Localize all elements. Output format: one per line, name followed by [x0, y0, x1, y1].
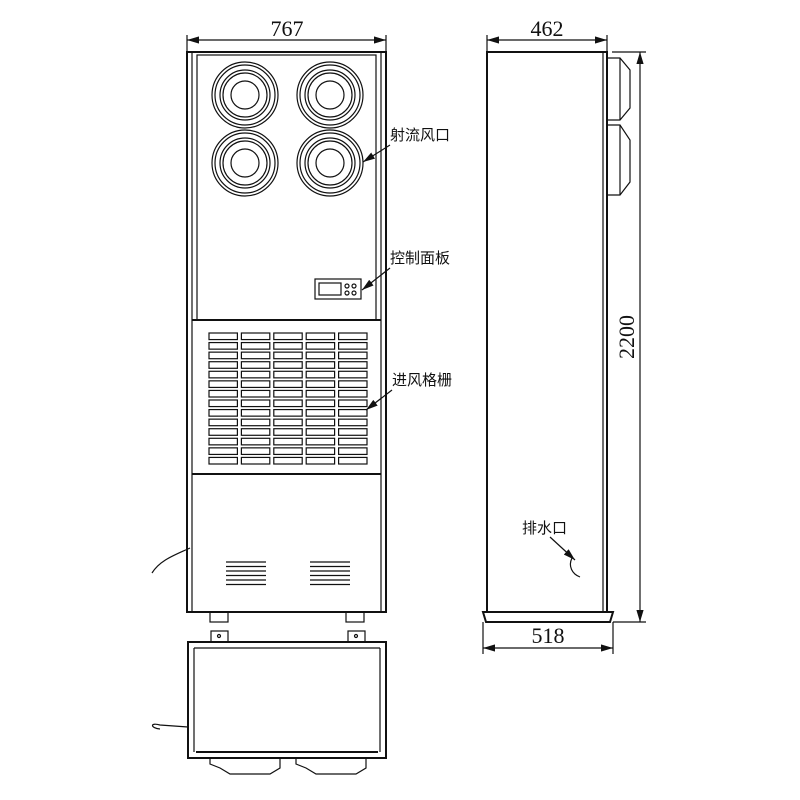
grille-slot: [305, 332, 336, 341]
grille-slot: [338, 361, 368, 369]
grille-slot: [305, 437, 336, 446]
jet-outlet: [211, 129, 279, 197]
grille-slot: [208, 341, 238, 350]
grille-slot: [338, 351, 368, 360]
grille-slot: [240, 428, 271, 436]
grille-slot: [305, 399, 336, 408]
grille-slot: [240, 370, 271, 379]
grille-slot: [208, 351, 238, 360]
grille-slot: [305, 389, 336, 398]
grille-slot: [338, 341, 368, 350]
dim-base-depth: 518: [532, 623, 565, 648]
grille-slot: [240, 380, 271, 389]
lower-vents: [226, 561, 350, 586]
grille-slot: [208, 399, 238, 408]
side-view: [481, 51, 631, 623]
grille-slot: [273, 370, 303, 379]
front-view: [151, 51, 387, 623]
grille-slot: [338, 399, 368, 408]
dim-front-width: 767: [271, 16, 304, 41]
grille-slot: [273, 456, 303, 465]
grille-slot: [208, 380, 238, 389]
grille-slot: [305, 456, 336, 465]
grille-slot: [305, 447, 336, 456]
grille-slot: [208, 447, 238, 456]
grille-slot: [240, 361, 271, 369]
grille-slot: [240, 341, 271, 350]
jet-outlet: [211, 61, 279, 129]
grille-slot: [273, 399, 303, 408]
grille-slot: [208, 370, 238, 379]
grille-slot: [305, 428, 336, 436]
jet-outlet: [296, 61, 364, 129]
grille-slot: [338, 456, 368, 465]
grille-slot: [240, 447, 271, 456]
grille-slot: [338, 447, 368, 456]
grille-slot: [305, 341, 336, 350]
callout-leaders: [361, 144, 576, 561]
control-panel-box: [314, 278, 362, 300]
grille-slot: [273, 389, 303, 398]
grille-slot: [240, 408, 271, 417]
grille-slot: [273, 408, 303, 417]
grille-slot: [240, 418, 271, 427]
grille-slot: [208, 361, 238, 369]
grille-slot: [208, 389, 238, 398]
grille-slot: [305, 380, 336, 389]
grille-slot: [240, 399, 271, 408]
grille-slot: [240, 389, 271, 398]
grille-slot: [338, 389, 368, 398]
grille-slot: [338, 380, 368, 389]
grille-slot: [305, 361, 336, 369]
grille-slot: [305, 418, 336, 427]
grille-slot: [338, 428, 368, 436]
grille-slot: [273, 428, 303, 436]
grille-slot: [305, 351, 336, 360]
grille-slot: [208, 437, 238, 446]
grille-slot: [338, 408, 368, 417]
grille-slot: [273, 332, 303, 341]
grille-slot: [338, 370, 368, 379]
jet-outlets: [211, 61, 364, 197]
dim-height: 2200: [614, 315, 639, 359]
grille-slot: [208, 456, 238, 465]
grille-slot: [208, 418, 238, 427]
grille-slot: [273, 341, 303, 350]
top-view: [151, 630, 387, 775]
label-intake-grille: 进风格栅: [392, 371, 452, 389]
grille-slot: [305, 408, 336, 417]
grille-slot: [240, 332, 271, 341]
grille-slot: [338, 418, 368, 427]
grille-slot: [240, 456, 271, 465]
grille-slot: [208, 428, 238, 436]
grille-slot: [273, 437, 303, 446]
grille-slot: [240, 351, 271, 360]
grille-slot: [208, 408, 238, 417]
grille-slot: [305, 370, 336, 379]
grille-slot: [273, 361, 303, 369]
jet-outlet: [296, 129, 364, 197]
grille-slot: [273, 380, 303, 389]
dim-side-depth: 462: [531, 16, 564, 41]
grille-slot: [338, 437, 368, 446]
grille-slot: [338, 332, 368, 341]
intake-grille: [208, 332, 368, 465]
label-drain-outlet: 排水口: [522, 519, 567, 537]
grille-slot: [273, 418, 303, 427]
grille-slot: [273, 447, 303, 456]
grille-slot: [273, 351, 303, 360]
label-control-panel: 控制面板: [390, 249, 450, 267]
grille-slot: [208, 332, 238, 341]
label-jet-outlet: 射流风口: [390, 126, 450, 144]
grille-slot: [240, 437, 271, 446]
dimension-lines: [186, 35, 646, 654]
